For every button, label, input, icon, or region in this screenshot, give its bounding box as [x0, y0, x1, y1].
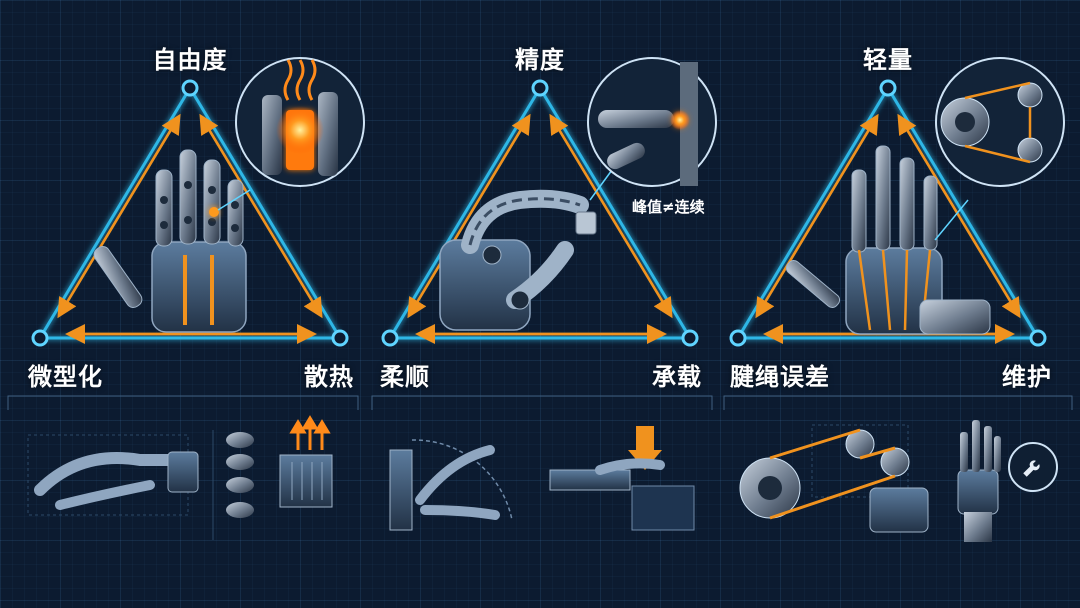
panel-3-right-label: 维护 — [1002, 363, 1052, 391]
panel-1-triangle — [31, 79, 349, 347]
force-arrow-icon — [549, 426, 695, 531]
pulley-icon — [935, 57, 1065, 187]
bottom-hand-sketch-3 — [957, 420, 1001, 542]
precision-contact-icon — [587, 57, 717, 187]
heat-arrows-icon — [289, 415, 331, 450]
panel-2-right-label: 承载 — [652, 363, 702, 391]
panel-2-callout: 峰值≠连续 — [632, 198, 705, 216]
panel-3-left-label: 腱绳误差 — [730, 363, 830, 391]
bottom-hand-sketch-1 — [27, 434, 199, 516]
panel-2-left-label: 柔顺 — [380, 363, 430, 391]
panel-1-arrows — [57, 113, 323, 344]
bottom-compliance-sketch — [389, 439, 513, 531]
panel-2-arrows — [407, 113, 673, 344]
panel-1-top-label: 自由度 — [152, 46, 228, 74]
bottom-pulley-sketch — [739, 424, 929, 533]
wrench-icon — [1008, 442, 1058, 492]
robot-hand-icon — [93, 149, 251, 333]
bottom-frames — [7, 395, 1073, 410]
panel-1-left-label: 微型化 — [28, 363, 103, 391]
panel-2-triangle — [381, 79, 699, 347]
heat-icon — [235, 57, 365, 187]
panel-3-triangle — [729, 79, 1047, 347]
panel-3-top-label: 轻量 — [863, 46, 913, 74]
tendon-hand-icon — [785, 145, 991, 335]
panel-2-top-label: 精度 — [515, 46, 565, 74]
pinch-hand-icon — [439, 169, 613, 331]
panel-1-right-label: 散热 — [304, 363, 354, 391]
bottom-parts-sketch — [212, 430, 333, 540]
